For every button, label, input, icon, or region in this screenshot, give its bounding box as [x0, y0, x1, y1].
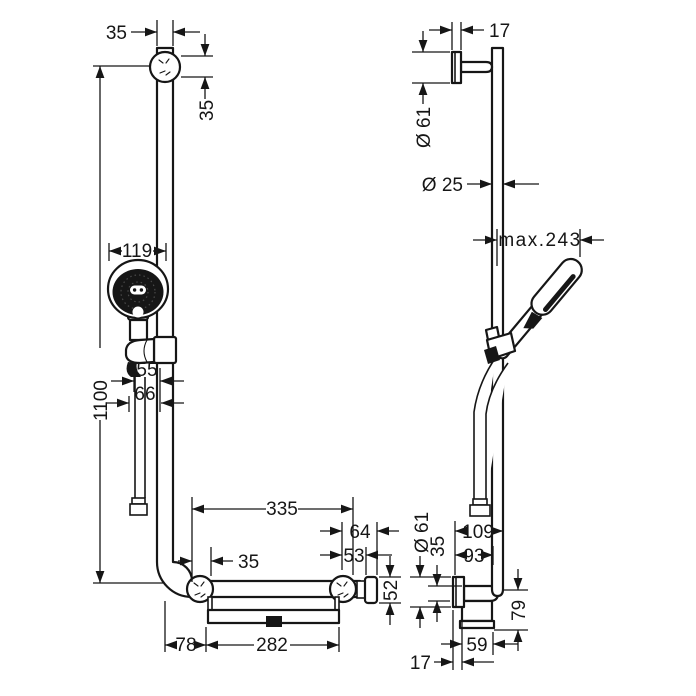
- dim-corner-section: 78: [164, 601, 207, 656]
- dim-total-height: 1100: [91, 65, 163, 584]
- dim-label-holder-offset: 55: [136, 360, 157, 381]
- dim-label-total-height: 1100: [91, 380, 112, 421]
- dim-outlet-height: 79: [494, 569, 530, 651]
- hose-end-fitting-side: [469, 504, 491, 517]
- towel-rail-clip: [266, 616, 282, 627]
- bar-mount-right: [328, 574, 358, 604]
- dim-label-plate-depth: 17: [410, 653, 431, 674]
- dim-label-outlet-plate: Ø 61: [412, 512, 433, 553]
- dim-label-corner-section: 78: [175, 635, 196, 656]
- dim-label-bracket-height: 35: [197, 100, 218, 121]
- wand-head: [530, 257, 583, 316]
- dim-label-bracket-depth: 17: [489, 21, 510, 42]
- side-view: 17 Ø 61 Ø 25 max.243 Ø 61: [410, 21, 604, 674]
- dim-label-rail-diameter: Ø 25: [422, 175, 463, 196]
- dim-holder-offset: 55: [111, 360, 184, 412]
- dim-label-tube-size: 35: [428, 536, 449, 557]
- dim-tube-size: 35: [428, 536, 462, 622]
- dim-bracket-depth: 17: [429, 21, 510, 50]
- dim-label-bracket-plate: Ø 61: [414, 107, 435, 148]
- dim-label-corner-offset: 35: [238, 552, 259, 573]
- shower-hose-front: [129, 377, 148, 516]
- bar-end-flange: [356, 575, 379, 605]
- wall-bar-side: [490, 46, 505, 598]
- wall-outlet: [451, 575, 500, 630]
- dim-bracket-height: 35: [181, 34, 218, 121]
- dim-outlet-depth: 59: [441, 632, 518, 656]
- wall-bracket-top-side: [450, 50, 494, 85]
- dim-end-offset: 64: [320, 522, 399, 575]
- brand-logo-mark: [130, 285, 146, 295]
- bracket-arm: [459, 60, 494, 74]
- dim-rail-width: 35: [106, 20, 200, 46]
- front-view: 35 35 1100 119 55: [91, 20, 402, 656]
- dim-label-end-inset: 53: [343, 546, 364, 567]
- dim-head-diameter: 119: [108, 241, 167, 262]
- outlet-body: [460, 599, 494, 623]
- dim-label-towel-bar-length: 282: [256, 635, 288, 656]
- dim-label-outlet-height: 79: [509, 600, 530, 621]
- bar-mount-left: [185, 574, 215, 604]
- dim-rail-diameter: Ø 25: [422, 175, 539, 196]
- hand-shower-side: [494, 257, 583, 360]
- dim-label-end-offset: 64: [349, 522, 371, 543]
- holder-grip: [126, 362, 141, 377]
- dim-corner-offset: 35: [178, 547, 259, 576]
- dim-label-rail-width: 35: [106, 23, 127, 44]
- dim-towel-bar-length: 282: [206, 627, 340, 656]
- dim-hose-offset: 66: [106, 384, 184, 412]
- dim-depth-total: 109: [454, 521, 503, 575]
- dim-label-hose-offset: 66: [134, 384, 155, 405]
- dim-label-head-diameter: 119: [122, 241, 152, 262]
- dim-outlet-plate: Ø 61: [410, 512, 451, 628]
- dim-bracket-plate: Ø 61: [412, 31, 450, 148]
- dim-plate-depth: 17: [410, 610, 494, 674]
- dim-flange-size: 52: [379, 556, 402, 625]
- hand-shower-front: [106, 258, 170, 342]
- bracket-wall-plate: [450, 50, 463, 85]
- dim-bar-length: 335: [191, 497, 354, 582]
- dim-label-depth-inner: 93: [463, 546, 484, 567]
- shower-holder-side: [484, 325, 517, 364]
- dim-label-outlet-depth: 59: [466, 635, 487, 656]
- towel-rail: [206, 596, 341, 627]
- dim-label-flange-size: 52: [381, 580, 402, 601]
- dim-label-reach: max.243: [498, 230, 581, 251]
- shower-holder-front: [124, 335, 178, 377]
- wall-bar-front: [155, 46, 362, 599]
- wall-bracket-top-front: [148, 50, 182, 84]
- outlet-wall-plate: [451, 575, 466, 609]
- hose-end-fitting-front: [129, 503, 148, 516]
- dim-end-inset: 53: [320, 546, 392, 575]
- dim-reach: max.243: [473, 229, 604, 266]
- dim-label-depth-total: 109: [462, 522, 494, 543]
- dim-depth-inner: 93: [455, 546, 494, 567]
- dim-label-bar-length: 335: [266, 499, 298, 520]
